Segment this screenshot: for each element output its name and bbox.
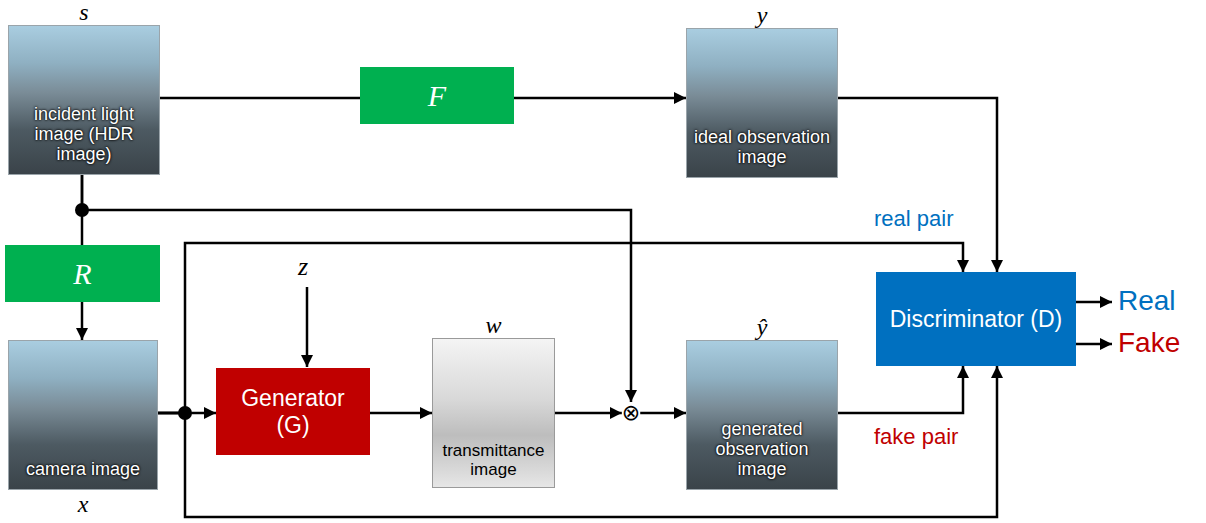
connector-arrow — [555, 412, 622, 415]
edge-label: fake pair — [872, 424, 960, 450]
variable-label: z — [298, 253, 308, 281]
function-box: R — [5, 245, 160, 302]
connector-arrow — [370, 412, 432, 415]
discriminator-box: Discriminator (D) — [876, 272, 1076, 366]
node-label: Discriminator (D) — [880, 302, 1073, 337]
node-label: Generator (G) — [216, 381, 370, 443]
image-panel: yideal observation image — [686, 28, 838, 178]
node-label: R — [73, 257, 91, 291]
image-symbol: y — [687, 3, 837, 27]
output-arrow — [1070, 301, 1112, 304]
image-symbol: s — [9, 0, 159, 24]
noise-arrow — [306, 287, 309, 367]
image-panel: wtransmittance image — [432, 338, 555, 488]
connector-arrow — [838, 366, 963, 413]
connector-arrow — [838, 98, 997, 272]
output-label: Real — [1118, 284, 1176, 318]
node-label: incident light image (HDR image) — [13, 104, 155, 164]
connector-arrow — [160, 97, 360, 100]
node-label: transmittance image — [437, 441, 550, 479]
image-panel: ŷgenerated observation image — [686, 340, 838, 490]
node-label: camera image — [13, 459, 153, 479]
image-panel: camera imagex — [8, 340, 158, 490]
node-label: generated observation image — [691, 419, 833, 479]
node-label: ideal observation image — [691, 127, 833, 167]
generator-box: Generator (G) — [216, 368, 370, 455]
function-box: F — [360, 67, 514, 124]
image-symbol: ŷ — [687, 315, 837, 339]
node-label: F — [428, 79, 446, 113]
connector-arrow — [158, 366, 997, 517]
image-symbol: x — [9, 492, 157, 516]
image-panel: sincident light image (HDR image) — [8, 25, 160, 175]
multiply-symbol: ⊗ — [622, 402, 640, 424]
connector-arrow — [640, 412, 686, 415]
output-arrow — [1070, 343, 1112, 346]
connector-arrow — [81, 302, 84, 340]
node-label: ⊗ — [622, 402, 640, 424]
edge-label: real pair — [872, 206, 955, 232]
output-label: Fake — [1118, 326, 1180, 360]
connector-arrow — [514, 97, 686, 100]
image-symbol: w — [433, 313, 554, 337]
